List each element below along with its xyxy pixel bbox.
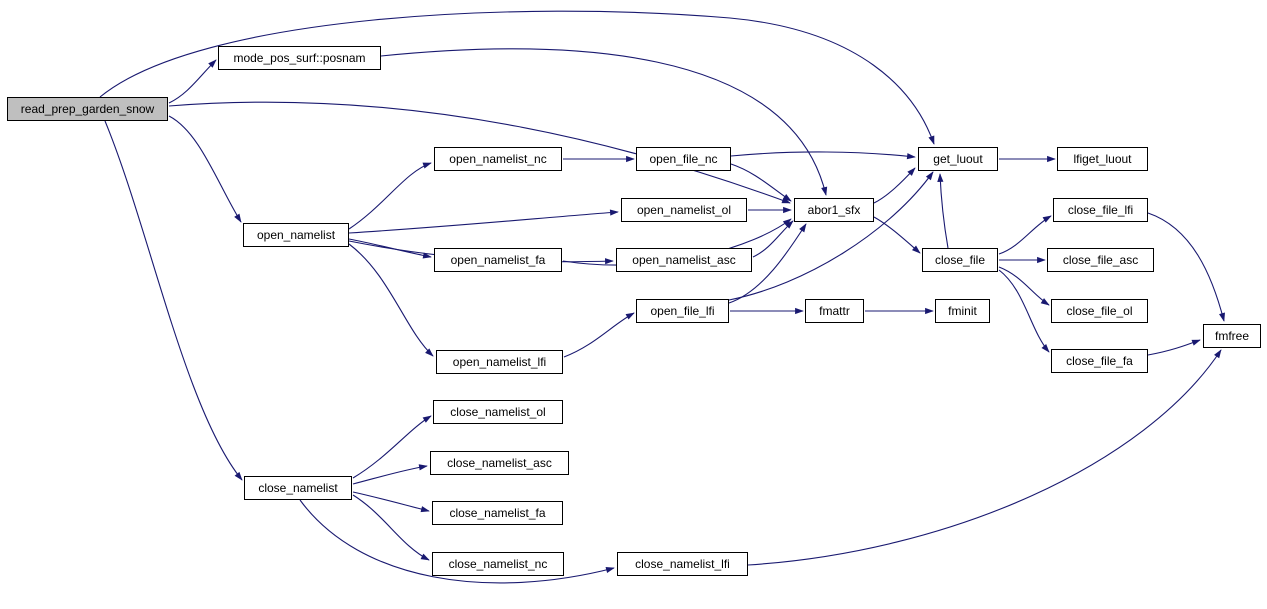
edge-abor1_sfx-close_file <box>873 216 921 254</box>
edge-read_prep_garden_snow-abor1_sfx <box>168 101 791 204</box>
edge-close_namelist-close_namelist_nc <box>352 494 430 561</box>
node-open_file_lfi[interactable]: open_file_lfi <box>636 299 729 323</box>
edge-close_namelist-close_namelist_fa <box>352 491 430 513</box>
node-close_namelist_lfi[interactable]: close_namelist_lfi <box>617 552 748 576</box>
node-fminit[interactable]: fminit <box>935 299 990 323</box>
node-close_file_fa[interactable]: close_file_fa <box>1051 349 1148 373</box>
edge-close_file_fa-fmfree <box>1147 339 1201 356</box>
node-open_namelist_fa[interactable]: open_namelist_fa <box>434 248 562 272</box>
edge-posnam-abor1_sfx <box>380 48 828 196</box>
node-close_file_lfi[interactable]: close_file_lfi <box>1053 198 1148 222</box>
node-mode_pos_surf-posnam[interactable]: mode_pos_surf::posnam <box>218 46 381 70</box>
node-open_namelist_nc[interactable]: open_namelist_nc <box>434 147 562 171</box>
node-open_file_nc[interactable]: open_file_nc <box>636 147 731 171</box>
node-close_namelist_nc[interactable]: close_namelist_nc <box>432 552 564 576</box>
node-open_namelist[interactable]: open_namelist <box>243 223 349 247</box>
node-fmattr[interactable]: fmattr <box>805 299 864 323</box>
edge-read_prep_garden_snow-posnam <box>168 59 217 104</box>
edge-close_namelist-close_namelist_lfi <box>299 499 615 584</box>
edge-open_file_lfi-abor1_sfx <box>728 223 807 304</box>
edge-open_namelist_lfi-open_file_lfi <box>563 312 635 358</box>
edge-open_namelist-open_namelist_lfi <box>348 243 434 357</box>
edge-read_prep_garden_snow-close_namelist <box>104 120 243 481</box>
node-open_namelist_lfi[interactable]: open_namelist_lfi <box>436 350 563 374</box>
node-close_file[interactable]: close_file <box>922 248 998 272</box>
edge-close_file_lfi-fmfree <box>1147 212 1225 322</box>
node-close_namelist_ol[interactable]: close_namelist_ol <box>433 400 563 424</box>
edge-close_namelist-close_namelist_ol <box>352 415 432 479</box>
node-abor1_sfx[interactable]: abor1_sfx <box>794 198 874 222</box>
edge-close_file-close_file_lfi <box>998 215 1052 255</box>
edge-close_file-get_luout <box>937 173 949 249</box>
node-close_file_asc[interactable]: close_file_asc <box>1047 248 1154 272</box>
node-close_namelist_asc[interactable]: close_namelist_asc <box>430 451 569 475</box>
edge-open_namelist-open_namelist_nc <box>348 162 432 230</box>
edge-close_namelist_lfi-fmfree <box>747 349 1222 566</box>
edge-open_namelist-open_namelist_ol <box>348 209 619 234</box>
node-lfiget_luout[interactable]: lfiget_luout <box>1057 147 1148 171</box>
node-get_luout[interactable]: get_luout <box>918 147 998 171</box>
node-open_namelist_ol[interactable]: open_namelist_ol <box>621 198 747 222</box>
edge-abor1_sfx-get_luout <box>873 167 916 204</box>
edge-close_namelist-close_namelist_asc <box>352 464 428 485</box>
node-read_prep_garden_snow[interactable]: read_prep_garden_snow <box>7 97 168 121</box>
node-close_file_ol[interactable]: close_file_ol <box>1051 299 1148 323</box>
edge-read_prep_garden_snow-open_namelist <box>168 115 242 223</box>
edge-close_file-close_file_fa <box>998 269 1050 353</box>
edge-read_prep_garden_snow-get_luout <box>99 10 935 145</box>
node-open_namelist_asc[interactable]: open_namelist_asc <box>616 248 752 272</box>
edge-open_file_nc-get_luout <box>730 151 916 160</box>
node-close_namelist[interactable]: close_namelist <box>244 476 352 500</box>
node-close_namelist_fa[interactable]: close_namelist_fa <box>432 501 563 525</box>
edge-open_file_lfi-get_luout <box>728 171 934 301</box>
node-fmfree[interactable]: fmfree <box>1203 324 1261 348</box>
edge-close_file-close_file_ol <box>998 266 1050 306</box>
edge-open_file_nc-abor1_sfx <box>730 163 792 202</box>
